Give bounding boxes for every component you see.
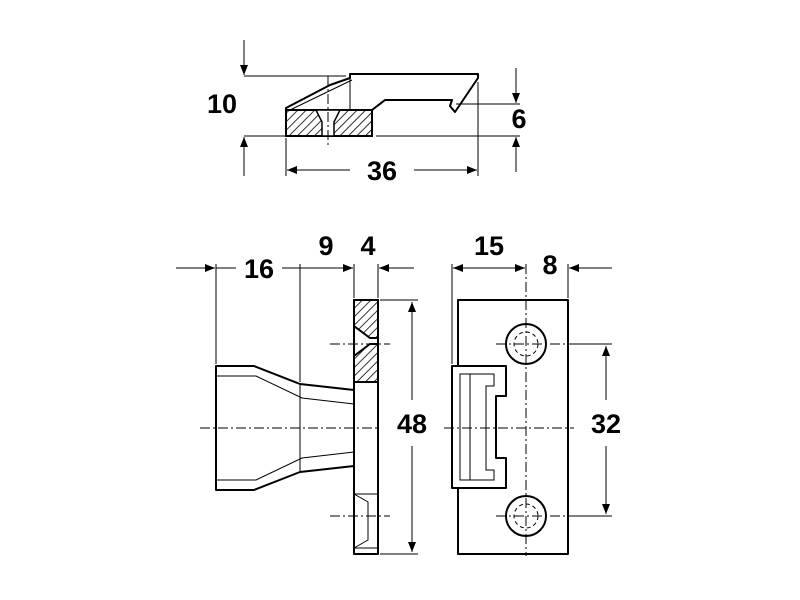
dim-label-15: 15 xyxy=(474,231,504,261)
side-view-lower-countersink xyxy=(353,493,369,549)
dim-label-6: 6 xyxy=(511,104,526,134)
side-view-hatch-mid xyxy=(353,343,379,383)
top-profile-countersink xyxy=(314,109,342,137)
side-view-taper-inner-bottom xyxy=(216,451,355,481)
dim-label-9: 9 xyxy=(318,231,333,261)
front-view-clip xyxy=(451,365,507,489)
dim-label-16: 16 xyxy=(244,254,274,284)
top-profile-view: 10 6 36 xyxy=(207,40,527,186)
side-view: 16 9 4 48 xyxy=(176,231,427,555)
dim-label-8: 8 xyxy=(542,250,557,280)
dim-label-32: 32 xyxy=(591,409,621,439)
side-view-taper-inner-top xyxy=(216,375,355,405)
dim-label-4: 4 xyxy=(360,231,375,261)
side-view-hatch-top xyxy=(353,299,379,339)
top-profile-inner-edge xyxy=(289,79,353,111)
front-view: 15 8 32 xyxy=(444,231,621,556)
dim-label-48: 48 xyxy=(397,409,427,439)
front-view-clip-inner xyxy=(459,373,495,481)
dim-label-10: 10 xyxy=(207,89,237,119)
dim-label-36: 36 xyxy=(367,156,397,186)
side-view-tapered-body xyxy=(215,365,355,491)
